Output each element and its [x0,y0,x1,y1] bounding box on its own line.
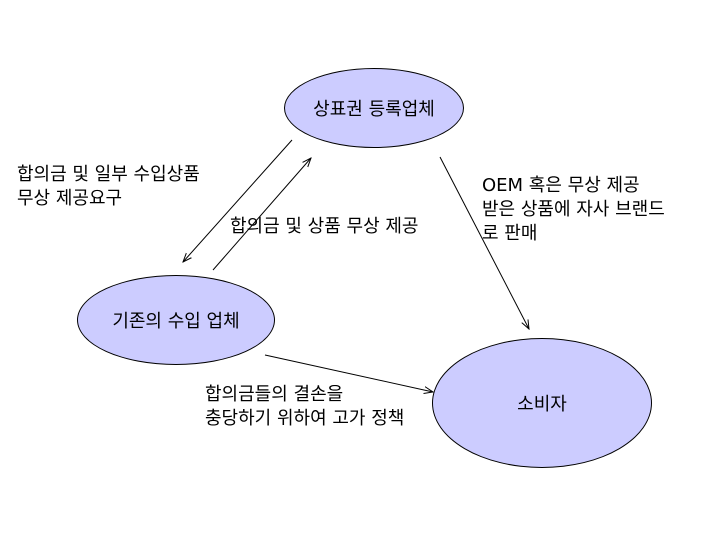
label-oem-line-3: 로 판매 [482,223,538,244]
label-demand: 합의금 및 일부 수입상품 무상 제공요구 [17,163,200,211]
node-existing-importer-label: 기존의 수입 업체 [112,311,240,332]
node-trademark-owner-label: 상표권 등록업체 [313,99,435,120]
label-free-supply-line-1: 합의금 및 상품 무상 제공 [230,216,419,237]
label-oem: OEM 혹은 무상 제공 받은 상품에 자사 브랜드 로 판매 [482,174,665,246]
label-oem-line-2: 받은 상품에 자사 브랜드 [482,199,665,220]
label-price-policy: 합의금들의 결손을 충당하기 위하여 고가 정책 [205,383,404,431]
label-price-policy-line-1: 합의금들의 결손을 [205,384,344,405]
label-price-policy-line-2: 충당하기 위하여 고가 정책 [205,408,405,429]
arrow-owner-to-importer [183,139,293,262]
label-demand-line-1: 합의금 및 일부 수입상품 [17,164,200,185]
arrow-importer-to-consumer [264,354,433,392]
label-free-supply: 합의금 및 상품 무상 제공 [230,215,419,239]
label-demand-line-2: 무상 제공요구 [17,188,123,209]
node-consumer: 소비자 [432,338,652,468]
arrow-owner-to-consumer [439,156,529,329]
label-oem-line-1: OEM 혹은 무상 제공 [482,175,640,196]
node-trademark-owner: 상표권 등록업체 [284,68,464,148]
node-consumer-label: 소비자 [517,394,567,415]
node-existing-importer: 기존의 수입 업체 [77,275,275,365]
arrow-importer-to-owner [212,158,311,271]
